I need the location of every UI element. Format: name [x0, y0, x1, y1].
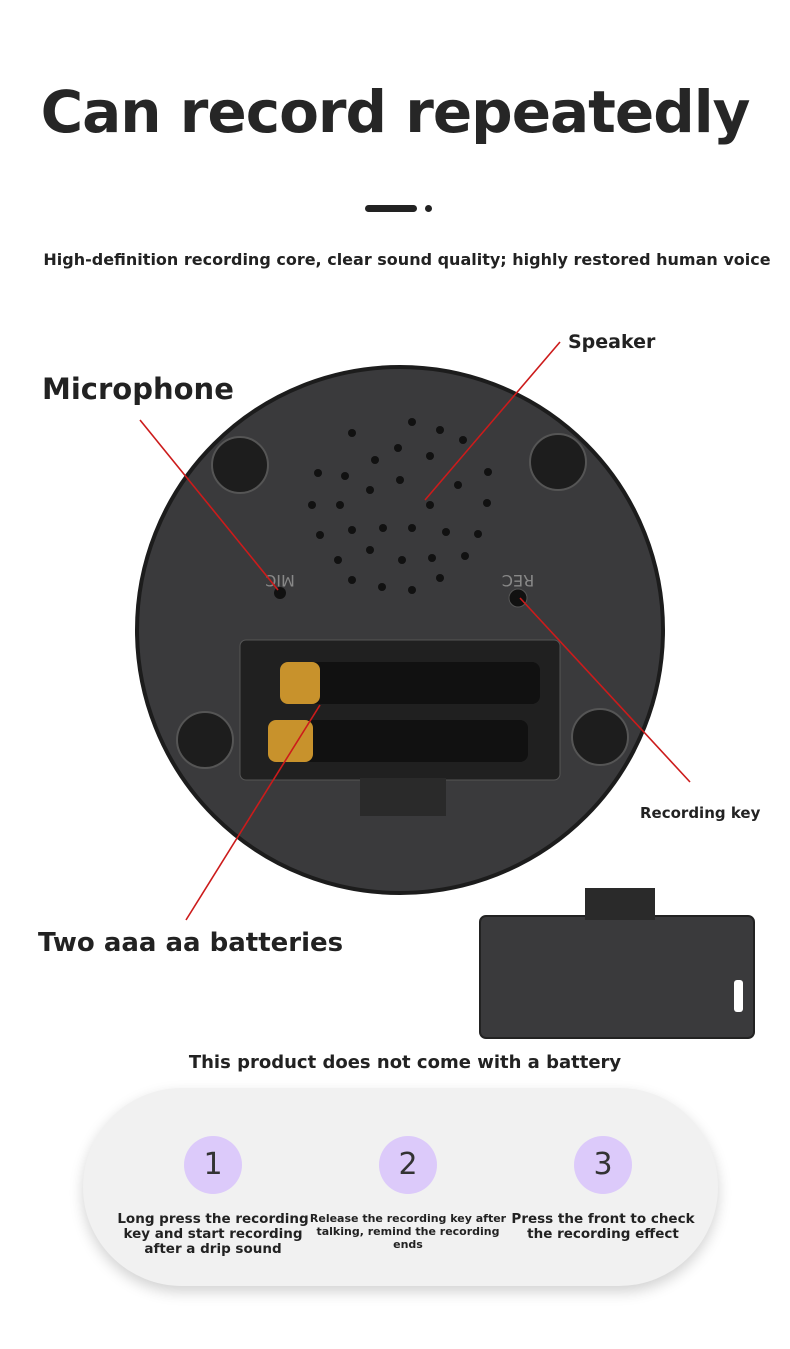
- page-title: Can record repeatedly: [40, 78, 751, 146]
- step-text: Release the recording key after talking,…: [309, 1212, 507, 1251]
- divider-dot: [425, 205, 432, 212]
- battery-note: This product does not come with a batter…: [188, 1052, 622, 1073]
- step-2: 2 Release the recording key after talkin…: [308, 1136, 508, 1251]
- step-text: Press the front to check the recording e…: [511, 1211, 695, 1242]
- steps-card: 1 Long press the recording key and start…: [83, 1088, 718, 1286]
- battery-cover: [479, 888, 755, 1039]
- mic-marking: MIC: [265, 571, 295, 590]
- step-1: 1 Long press the recording key and start…: [113, 1136, 313, 1257]
- step-text: Long press the recording key and start r…: [117, 1211, 309, 1257]
- rubber-feet: [176, 433, 629, 769]
- recording-key[interactable]: [508, 588, 528, 608]
- rec-marking: REC: [502, 571, 534, 590]
- battery-latch: [360, 778, 446, 816]
- divider-dash: [365, 205, 417, 212]
- recording-key-label: Recording key: [640, 804, 761, 822]
- callout-lines: [139, 341, 691, 921]
- microphone-hole: [274, 587, 286, 599]
- step-number-badge: 1: [184, 1136, 242, 1194]
- microphone-label: Microphone: [42, 372, 234, 406]
- batteries: [268, 662, 540, 762]
- step-number-badge: 3: [574, 1136, 632, 1194]
- device-illustration: MIC REC: [135, 341, 755, 1039]
- step-number-badge: 2: [379, 1136, 437, 1194]
- step-3: 3 Press the front to check the recording…: [503, 1136, 703, 1242]
- batteries-label: Two aaa aa batteries: [38, 928, 344, 958]
- subtitle: High-definition recording core, clear so…: [43, 250, 771, 269]
- speaker-grille: [308, 418, 492, 594]
- speaker-label: Speaker: [568, 331, 656, 353]
